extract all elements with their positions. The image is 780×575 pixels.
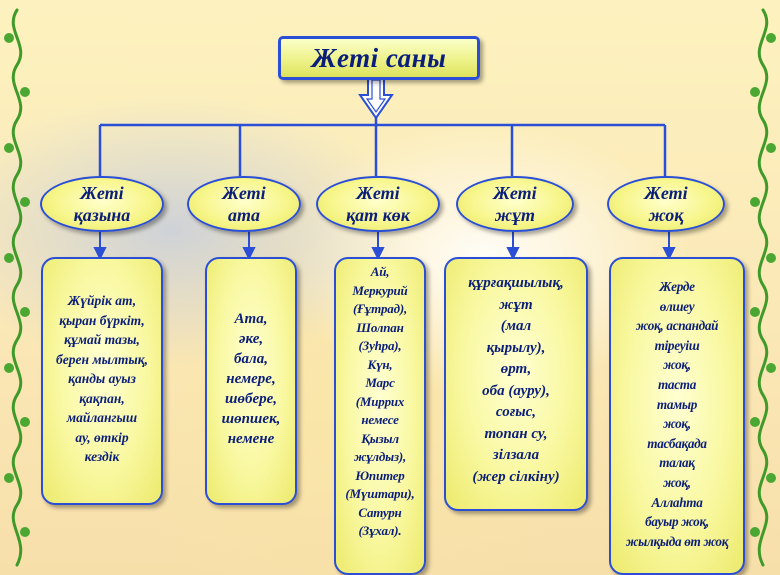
left-ornament-border [4, 8, 30, 567]
oval-zheti-ata: Жеті ата [187, 176, 301, 232]
main-down-arrow [358, 77, 394, 120]
oval-label: Жеті қазына [73, 183, 131, 225]
box-zheti-zhok: Жерде өлшеу жоқ, аспандай тіреуіш жоқ, т… [609, 257, 745, 575]
oval-label: Жеті жоқ [644, 183, 688, 225]
oval-zheti-kat-kok: Жеті қат көк [316, 176, 440, 232]
oval-zheti-kazyna: Жеті қазына [40, 176, 164, 232]
right-ornament-border [750, 8, 776, 567]
oval-label: Жеті қат көк [346, 183, 410, 225]
box-content: Ай, Меркурий (Ғұтрад), Шолпан (Зуһра), К… [345, 264, 415, 538]
oval-zheti-zhok: Жеті жоқ [607, 176, 725, 232]
box-content: Ата, әке, бала, немере, шөбере, шөпшек, … [221, 311, 281, 447]
oval-zheti-zhut: Жеті жұт [456, 176, 574, 232]
box-zheti-kazyna: Жүйрік ат, қыран бүркіт, құмай тазы, бер… [41, 257, 163, 505]
page-title: Жеті саны [311, 42, 447, 73]
oval-label: Жеті ата [222, 183, 266, 225]
box-content: құрғақшылық, жұт (мал қырылу), өрт, оба … [468, 275, 564, 485]
box-zheti-kat-kok: Ай, Меркурий (Ғұтрад), Шолпан (Зуһра), К… [334, 257, 426, 575]
box-zheti-ata: Ата, әке, бала, немере, шөбере, шөпшек, … [205, 257, 297, 505]
box-zheti-zhut: құрғақшылық, жұт (мал қырылу), өрт, оба … [444, 257, 588, 511]
box-content: Жерде өлшеу жоқ, аспандай тіреуіш жоқ, т… [625, 279, 729, 549]
box-content: Жүйрік ат, қыран бүркіт, құмай тазы, бер… [56, 293, 148, 464]
title-box: Жеті саны [278, 36, 480, 80]
oval-label: Жеті жұт [493, 183, 537, 225]
